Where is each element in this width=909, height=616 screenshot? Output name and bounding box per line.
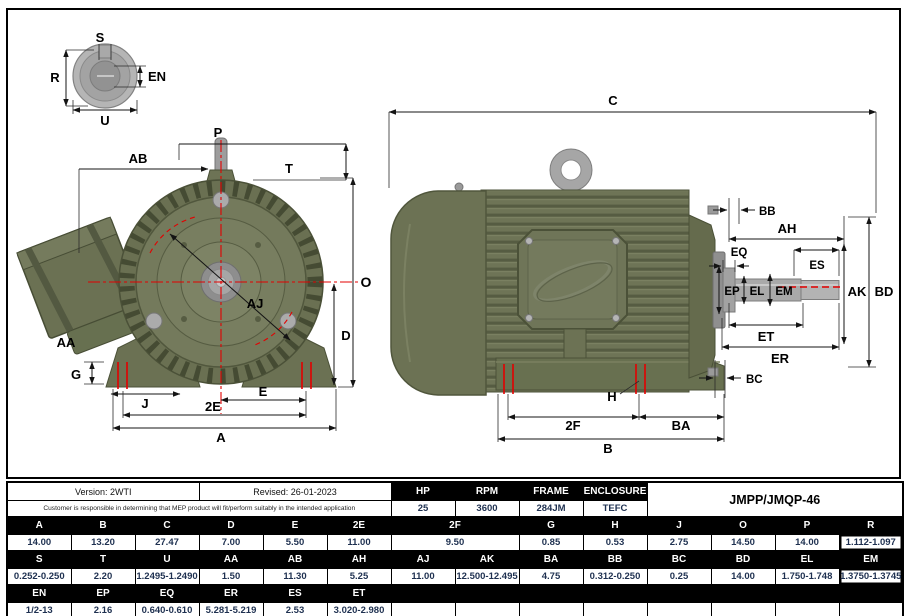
- dim-label-j: J: [141, 396, 148, 411]
- dim-label-ab: AB: [129, 151, 148, 166]
- dim-label-er: ER: [771, 351, 790, 366]
- brand-swoosh-logo: [533, 260, 613, 302]
- empty-cell: [582, 602, 648, 616]
- dim-label-u: U: [100, 113, 109, 128]
- table-value-row: 1/2-13 2.16 0.640-0.610 5.281-5.219 2.53…: [6, 602, 904, 616]
- dim-label-em: EM: [775, 286, 792, 298]
- motor-side-view: C BB AH EQ ES EP EL EM: [388, 93, 894, 456]
- empty-cell: [454, 602, 520, 616]
- drawing-area: S R EN U: [6, 8, 901, 479]
- enclosure-value: TEFC: [582, 500, 648, 517]
- empty-cell: [710, 602, 776, 616]
- dim-label-eq: EQ: [731, 247, 748, 259]
- table-header-row: S T U AA AB AH AJ AK BA BB BC BD EL EM: [6, 550, 904, 569]
- dim-label-a: A: [216, 430, 226, 445]
- dim-label-en: EN: [148, 69, 166, 84]
- dim-label-d: D: [341, 328, 350, 343]
- table-header-row: A B C D E 2E 2F G H J O P R: [6, 516, 904, 535]
- motor-front-view: AJ P AB T O D G J E: [16, 125, 372, 445]
- dim-label-aj: AJ: [247, 296, 264, 311]
- dim-label-bc: BC: [746, 374, 763, 386]
- dim-label-ak: AK: [848, 284, 867, 299]
- table-row: Version: 2WTI Revised: 26-01-2023 HP RPM…: [6, 481, 904, 517]
- dim-label-c: C: [608, 93, 618, 108]
- empty-cell: [390, 602, 456, 616]
- empty-cell: [646, 602, 712, 616]
- dim-label-ah: AH: [778, 221, 797, 236]
- motor-drawing: S R EN U: [16, 30, 894, 456]
- disclaimer-cell: Customer is responsible in determining t…: [6, 500, 392, 517]
- hp-value: 25: [390, 500, 456, 517]
- fan-cover: [390, 190, 487, 396]
- dim-label-et: ET: [758, 329, 775, 344]
- hp-header: HP: [390, 481, 456, 501]
- dim-label-el: EL: [750, 286, 765, 298]
- side-base: [495, 357, 725, 391]
- dim-label-2f: 2F: [565, 418, 580, 433]
- empty-cell: [774, 602, 840, 616]
- model-cell: JMPP/JMQP-46: [646, 481, 904, 517]
- table-header-row: EN EP EQ ER ES ET: [6, 584, 904, 603]
- dim-label-aa: AA: [57, 335, 76, 350]
- dim-label-es: ES: [809, 260, 825, 272]
- rpm-header: RPM: [454, 481, 520, 501]
- dim-label-s: S: [96, 30, 105, 45]
- enclosure-header: ENCLOSURE: [582, 481, 648, 501]
- dim-label-p: P: [214, 125, 223, 140]
- dim-label-g: G: [71, 367, 81, 382]
- dim-label-b: B: [603, 441, 612, 456]
- dim-label-o: O: [361, 274, 372, 290]
- dimension-table: Version: 2WTI Revised: 26-01-2023 HP RPM…: [6, 481, 905, 616]
- dim-label-ep: EP: [724, 286, 740, 298]
- empty-cell: [838, 602, 904, 616]
- aj-bolt-circle-arrow: [169, 233, 291, 341]
- table-row: Customer is responsible in determining t…: [6, 500, 903, 517]
- rpm-value: 3600: [454, 500, 520, 517]
- revised-cell: Revised: 26-01-2023: [198, 481, 392, 501]
- table-value-row: 0.252-0.250 2.20 1.2495-1.2490 1.50 11.3…: [6, 568, 904, 585]
- empty-cell: [518, 602, 584, 616]
- dim-label-ba: BA: [672, 418, 691, 433]
- dim-label-bb: BB: [759, 206, 776, 218]
- frame-value: 284JM: [518, 500, 584, 517]
- header-filler: [390, 584, 904, 603]
- dim-label-e: E: [259, 384, 268, 399]
- frame-header: FRAME: [518, 481, 584, 501]
- dim-label-bd: BD: [875, 284, 894, 299]
- table-value-row: 14.00 13.20 27.47 7.00 5.50 11.00 9.50 0…: [6, 534, 904, 551]
- dim-label-2e: 2E: [205, 399, 221, 414]
- dim-label-r: R: [50, 70, 60, 85]
- version-cell: Version: 2WTI: [6, 481, 200, 501]
- dim-label-h: H: [607, 389, 616, 404]
- dim-label-t: T: [285, 161, 293, 176]
- shaft-end-detail: S R EN U: [50, 30, 166, 128]
